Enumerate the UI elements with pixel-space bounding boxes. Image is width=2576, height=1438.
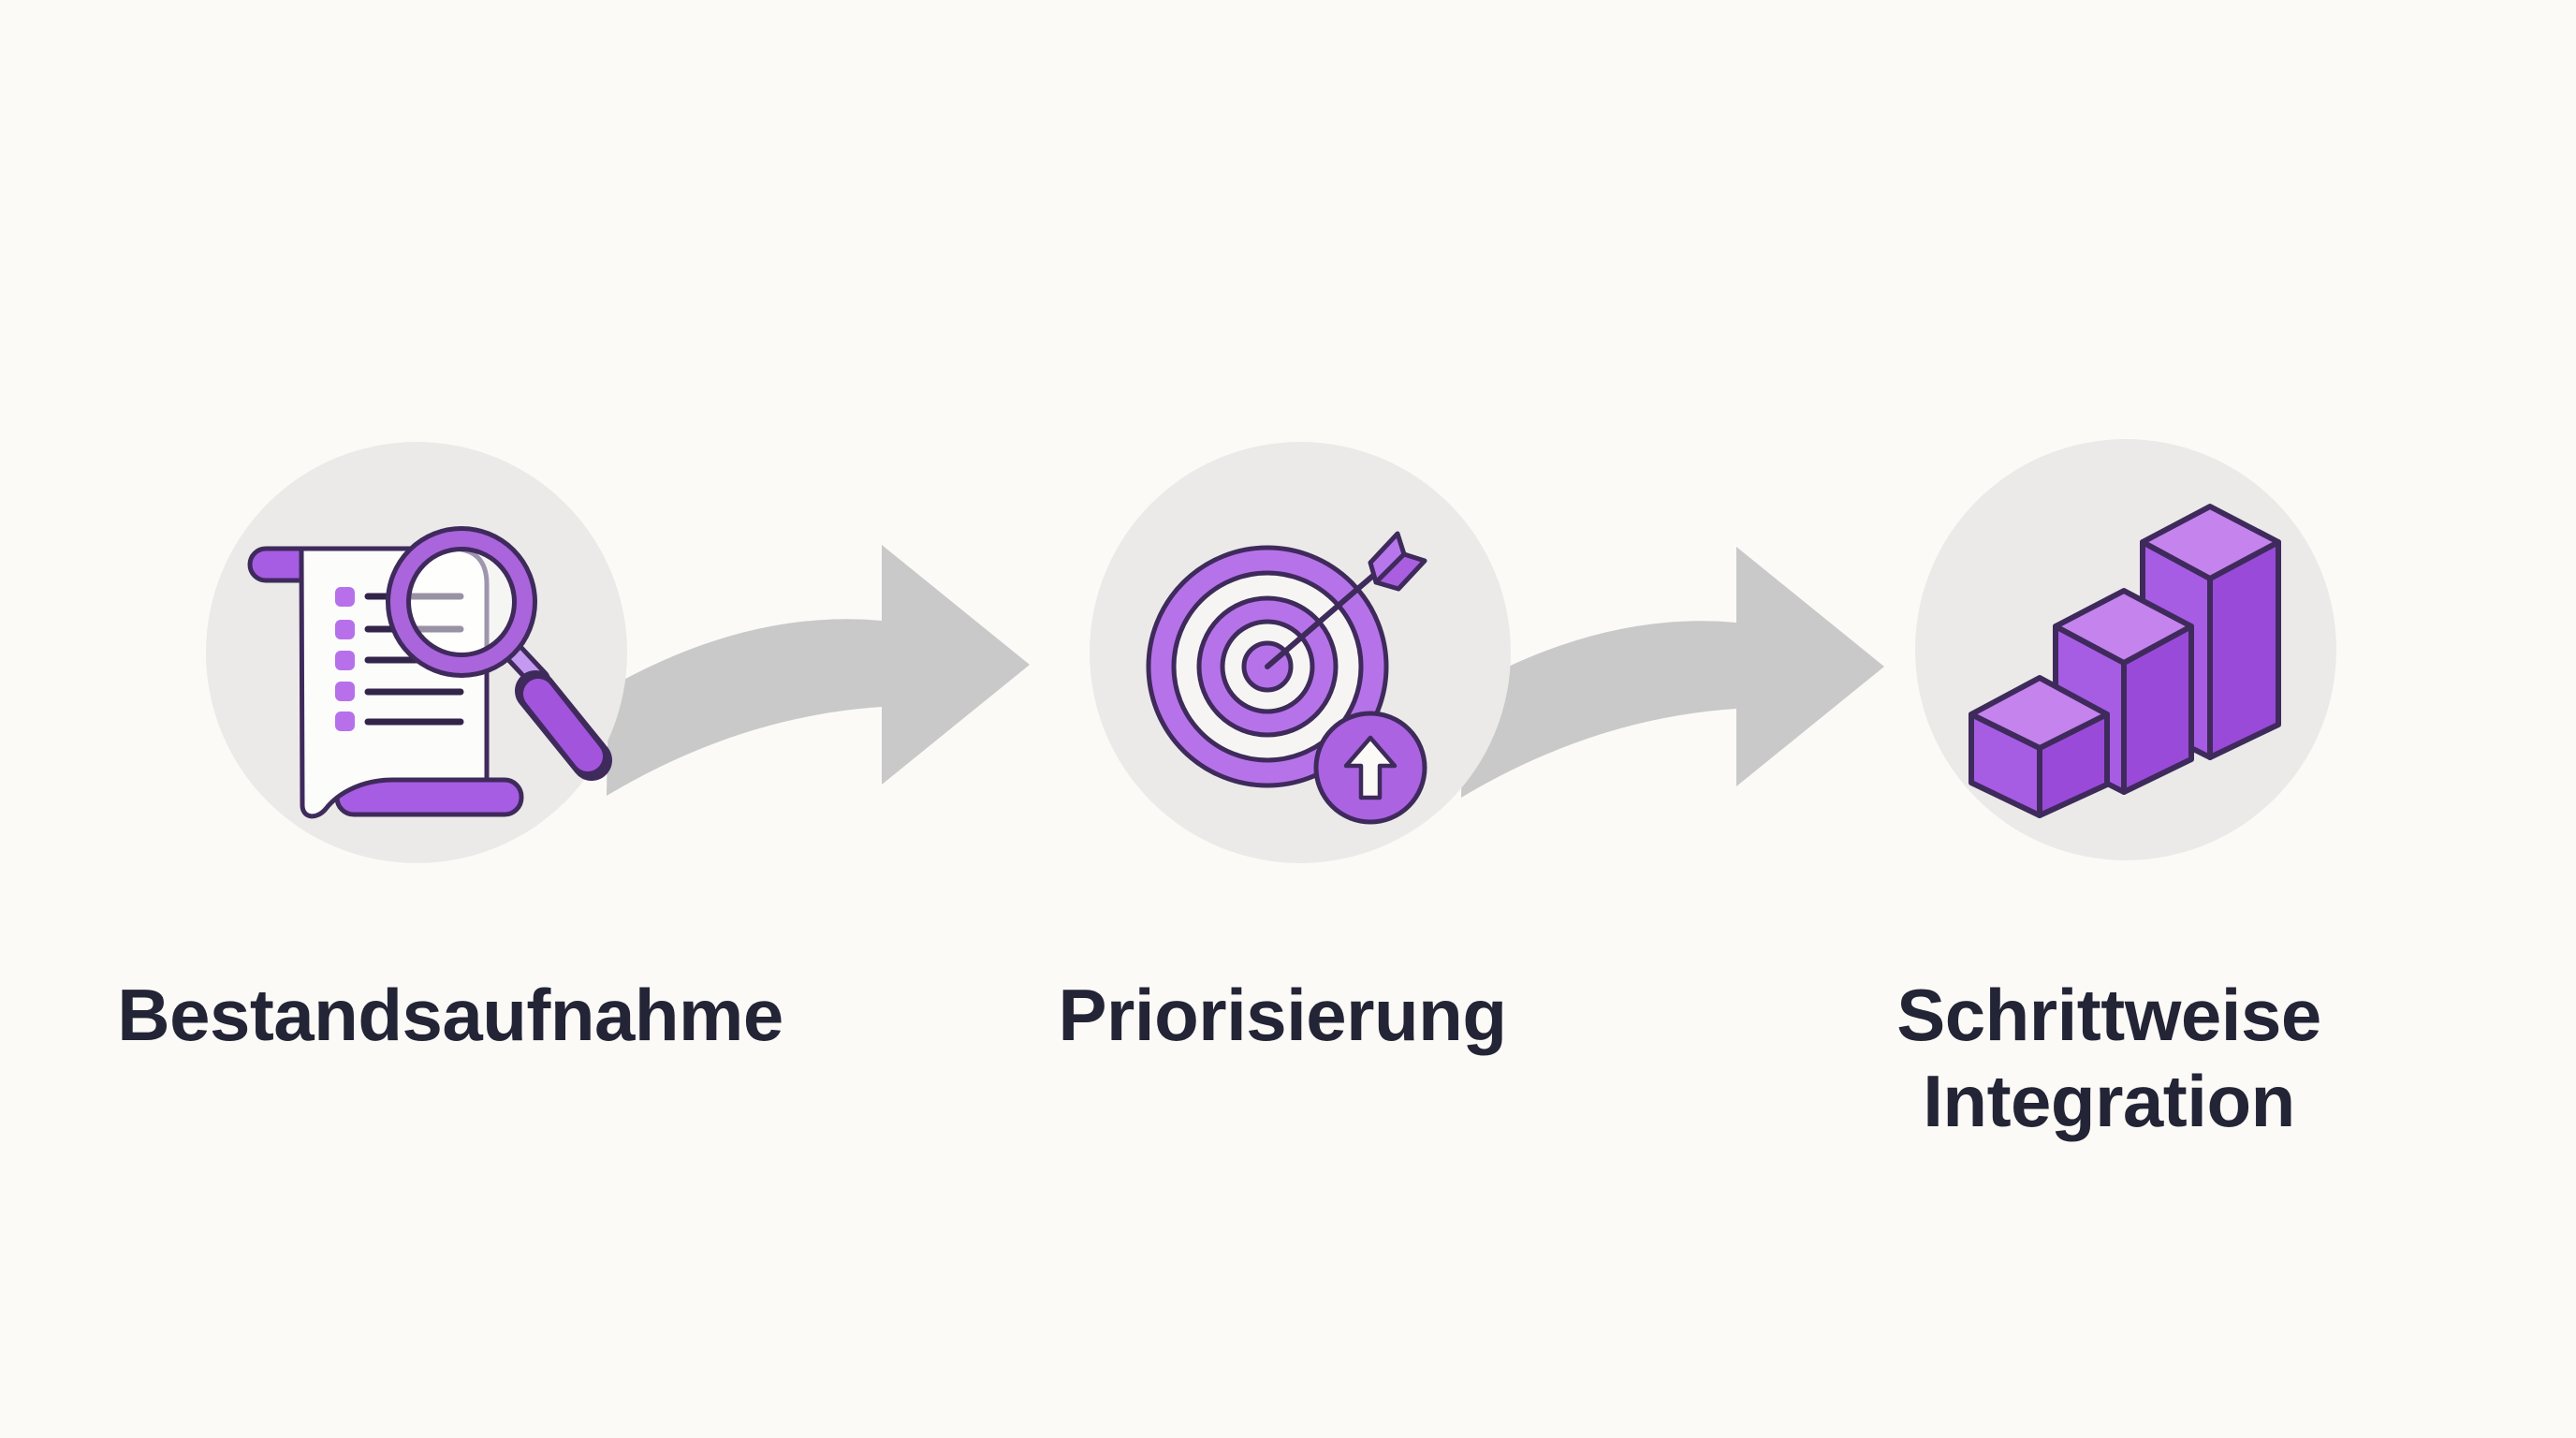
step2-label: Priorisierung — [1058, 974, 1507, 1056]
magnifier-ring — [388, 529, 534, 675]
step1-circle — [206, 442, 627, 863]
ascending-3d-bars-icon — [1969, 504, 2281, 818]
document-checklist-magnifier-icon — [247, 526, 612, 819]
dart-arrow — [1265, 531, 1427, 669]
magnifier-handle — [523, 679, 603, 771]
up-arrow-icon — [1343, 735, 1398, 800]
bullseye-target-arrow-icon — [1146, 531, 1427, 825]
step3-label: Schrittweise Integration — [1896, 974, 2321, 1142]
flow-arrow-icon — [1461, 547, 1884, 798]
scroll-top-roll — [247, 546, 304, 583]
step1-label: Bestandsaufnahme — [117, 974, 783, 1056]
magnifier-icon — [386, 526, 612, 781]
step3-circle — [1915, 439, 2336, 860]
up-arrow-badge — [1313, 711, 1427, 825]
step2-circle — [1090, 442, 1511, 863]
magnifier-glass — [409, 550, 514, 654]
flow-arrow-icon — [607, 545, 1030, 796]
checklist-bullets — [335, 587, 355, 731]
bar-small — [1969, 675, 2110, 818]
